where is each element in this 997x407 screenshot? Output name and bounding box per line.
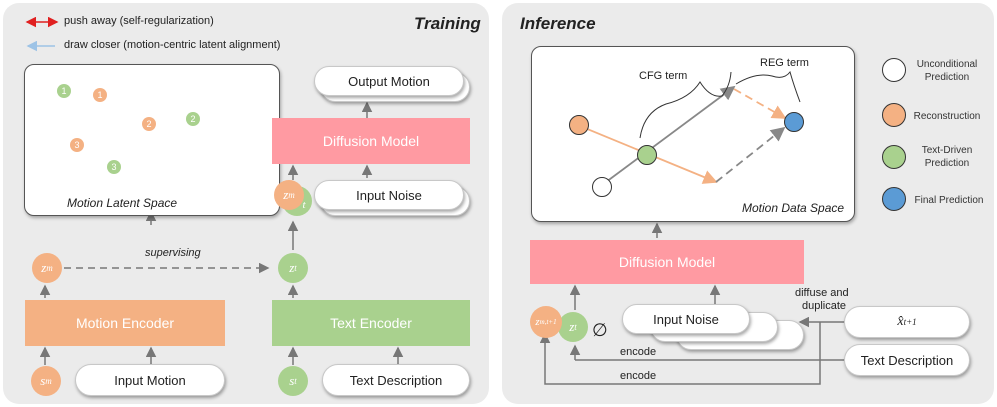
x-hat-box: x̂t+1 [844,306,970,338]
legend-final-dot [882,187,906,211]
duplicate-label: duplicate [802,300,847,312]
motion-encoder: Motion Encoder [25,300,225,346]
motion-data-space-label: Motion Data Space [742,201,845,215]
legend-unconditional-label: Unconditional Prediction [916,59,978,83]
latent-node-green-2: 2 [186,112,200,126]
inference-title: Inference [520,14,596,33]
final-prediction-point [784,112,804,132]
latent-node-green-1: 1 [57,84,71,98]
legend-draw-label: draw closer (motion-centric latent align… [64,39,281,51]
legend-final-label: Final Prediction [914,195,984,206]
supervising-label: supervising [145,247,201,259]
legend-reconstruction-dot [882,103,906,127]
encode-label-2: encode [620,370,657,382]
latent-node-green-3: 3 [107,160,121,174]
diffuse-label: diffuse and [795,287,849,299]
encode-label-1: encode [620,346,657,358]
training-diffusion-model: Diffusion Model [272,118,470,164]
motion-data-space-box [531,46,855,222]
training-title: Training [414,14,481,33]
inference-diffusion-model: Diffusion Model [530,240,804,284]
legend-unconditional-dot [882,58,906,82]
legend-text-driven-label: Text-Driven Prediction [921,145,973,169]
empty-set-symbol: ∅ [592,320,608,340]
inference-input-noise: Input Noise [622,304,750,334]
training-input-noise: Input Noise [314,180,464,210]
reg-term-label: REG term [760,57,809,69]
unconditional-point [592,177,612,197]
text-driven-point [637,145,657,165]
text-encoder: Text Encoder [272,300,470,346]
reconstruction-point [569,115,589,135]
motion-latent-space-label: Motion Latent Space [67,196,178,210]
latent-node-orange-3: 3 [70,138,84,152]
latent-node-orange-1: 1 [93,88,107,102]
legend-reconstruction-label: Reconstruction [913,111,981,122]
input-motion-box: Input Motion [75,364,225,396]
training-text-description: Text Description [322,364,470,396]
cfg-term-label: CFG term [639,70,688,82]
output-motion-box: Output Motion [314,66,464,96]
inference-text-description: Text Description [844,344,970,376]
legend-text-driven-dot [882,145,906,169]
latent-node-orange-2: 2 [142,117,156,131]
legend-push-label: push away (self-regularization) [64,15,214,27]
